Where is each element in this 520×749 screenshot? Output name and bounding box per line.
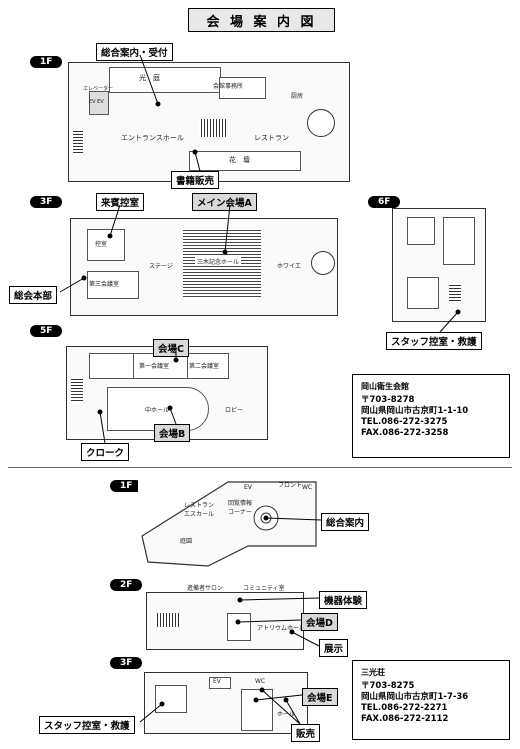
lobby-label: ロビー — [225, 407, 244, 414]
callout-hall-b: 会場B — [154, 424, 191, 442]
venue2-tel: TEL.086-272-2271 — [361, 703, 448, 713]
v2-info-corner-label: 回覧情報 コーナー — [228, 500, 253, 516]
floorplan-6f — [392, 208, 486, 322]
room-6f-a — [407, 217, 435, 245]
floor-tag-3f: 3F — [30, 196, 63, 208]
v2-front-label: フロント — [278, 482, 303, 489]
callout-hall-c: 会場C — [153, 339, 189, 357]
venue2-address: 岡山県岡山市古京町1-7-36 — [361, 692, 469, 702]
v2-3f-room-a — [155, 685, 187, 713]
floorplan-v2-3f: EV WC ホール — [144, 672, 308, 734]
spiral-stair-3f — [311, 251, 335, 275]
venue2-fax: FAX.086-272-2112 — [361, 714, 449, 724]
venue1-info-box: 岡山衛生会館 〒703-8278 岡山県岡山市古京町1-1-10 TEL.086… — [352, 374, 510, 458]
venue1-address: 岡山県岡山市古京町1-1-10 — [361, 406, 469, 416]
v2-ev-label: EV — [244, 484, 252, 491]
v2-wc-label: WC — [302, 484, 313, 491]
stairs-1f-left — [73, 129, 83, 155]
light-court — [109, 67, 221, 93]
floor-tag-1f: 1F — [30, 56, 63, 68]
v2-salon-label: 進備者サロン — [187, 583, 224, 592]
meeting-room-2-label: 第二会議室 — [189, 363, 220, 370]
middle-hall-label: 中ホール — [145, 407, 170, 414]
v2-community-label: コミュニティ室 — [243, 583, 285, 592]
stairs-1f — [199, 119, 227, 137]
callout-reception-1f: 総合案内・受付 — [96, 43, 173, 61]
floor-tag-5f: 5F — [30, 325, 63, 337]
callout-staff-room-6f: スタッフ控室・救護 — [386, 332, 482, 350]
v2-2f-room — [227, 613, 251, 641]
room-6f-b — [443, 217, 475, 265]
section-divider — [8, 467, 512, 468]
restaurant-label: レストラン — [254, 134, 289, 142]
callout-hq: 総会本部 — [9, 286, 58, 304]
v2-3f-ev — [209, 677, 231, 689]
v2-3f-ev-label: EV — [213, 678, 221, 685]
floorplan-1f: 光 庭 会館事務所 厨房 EV EV エレベーター エントランスホール レストラ… — [68, 62, 350, 182]
meeting-room-2 — [187, 353, 229, 379]
callout-sales: 販売 — [291, 724, 321, 742]
callout-main-hall: メイン会場A — [192, 193, 257, 211]
third-meeting-label: 第三会議室 — [89, 281, 120, 288]
venue1-org: 岡山衛生会館 — [361, 382, 409, 391]
floor-tag-v2-2f: 2F — [110, 579, 143, 591]
entrance-hall-label: エントランスホール — [121, 134, 184, 142]
callout-hall-d: 会場D — [301, 613, 338, 631]
floor-tag-v2-1f: 1F — [110, 480, 143, 492]
v2-hall-e-room — [241, 689, 273, 731]
waiting-label: 控室 — [95, 241, 108, 248]
callout-book-sales: 書籍販売 — [171, 171, 220, 189]
v2-atrium-label: アトリウムホール — [257, 625, 306, 632]
v2-1f-outline — [141, 481, 317, 567]
stage-label: ステージ — [149, 263, 173, 270]
callout-equipment: 機器体験 — [319, 591, 368, 609]
venue1-tel: TEL.086-272-3275 — [361, 417, 448, 427]
venue1-postal: 〒703-8278 — [361, 395, 415, 405]
venue2-org: 三光荘 — [361, 668, 385, 677]
foyer-label: ホワイエ — [277, 263, 301, 270]
middle-hall-room — [107, 387, 209, 431]
light-court-label: 光 庭 — [139, 74, 160, 82]
floorplan-v2-1f: レストラン エスカール 回覧情報 コーナー フロント EV WC 庭園 — [138, 476, 318, 570]
floorplan-v2-2f: 進備者サロン コミュニティ室 アトリウムホール — [146, 583, 306, 650]
office-room — [219, 77, 266, 99]
venue2-postal: 〒703-8275 — [361, 681, 415, 691]
v2-hall-main-label: ホール — [277, 711, 296, 718]
floorplan-3f: 控室 第三会議室 ステージ 三木記念ホール ホワイエ — [70, 218, 338, 316]
spiral-stair — [307, 109, 335, 137]
third-meeting-room — [87, 271, 139, 299]
kitchen-label: 厨房 — [291, 93, 304, 100]
room-5f-1 — [89, 353, 135, 379]
elevator-hall-label: エレベーター — [83, 86, 114, 92]
stairs-v2-2f — [155, 613, 181, 627]
memorial-hall-label: 三木記念ホール — [195, 257, 242, 266]
stairs-6f — [449, 283, 461, 303]
v2-garden-label: 庭園 — [180, 538, 193, 545]
v2-restaurant-label: レストラン エスカール — [184, 502, 215, 518]
stairs-5f — [71, 377, 83, 403]
meeting-room-1-label: 第一会議室 — [139, 363, 170, 370]
v2-3f-wc-label: WC — [255, 678, 266, 685]
floor-tag-6f: 6F — [368, 196, 401, 208]
page-title: 会 場 案 内 図 — [188, 8, 335, 32]
elevator-box — [89, 91, 109, 115]
venue2-info-box: 三光荘 〒703-8275 岡山県岡山市古京町1-7-36 TEL.086-27… — [352, 660, 510, 740]
floor-tag-v2-3f: 3F — [110, 657, 143, 669]
room-6f-c — [407, 277, 439, 309]
flower-bed-label: 花 壇 — [229, 156, 250, 164]
callout-display: 展示 — [319, 639, 349, 657]
callout-hall-e: 会場E — [302, 688, 338, 706]
callout-cloak: クローク — [81, 443, 130, 461]
callout-vip-room: 来賓控室 — [96, 193, 145, 211]
office-label: 会館事務所 — [213, 83, 244, 90]
venue1-fax: FAX.086-272-3258 — [361, 428, 449, 438]
flower-bed — [189, 151, 301, 171]
ev-label: EV EV — [89, 99, 104, 105]
callout-v2-reception: 総合案内 — [321, 513, 370, 531]
callout-v2-staff-room: スタッフ控室・救護 — [39, 716, 135, 734]
